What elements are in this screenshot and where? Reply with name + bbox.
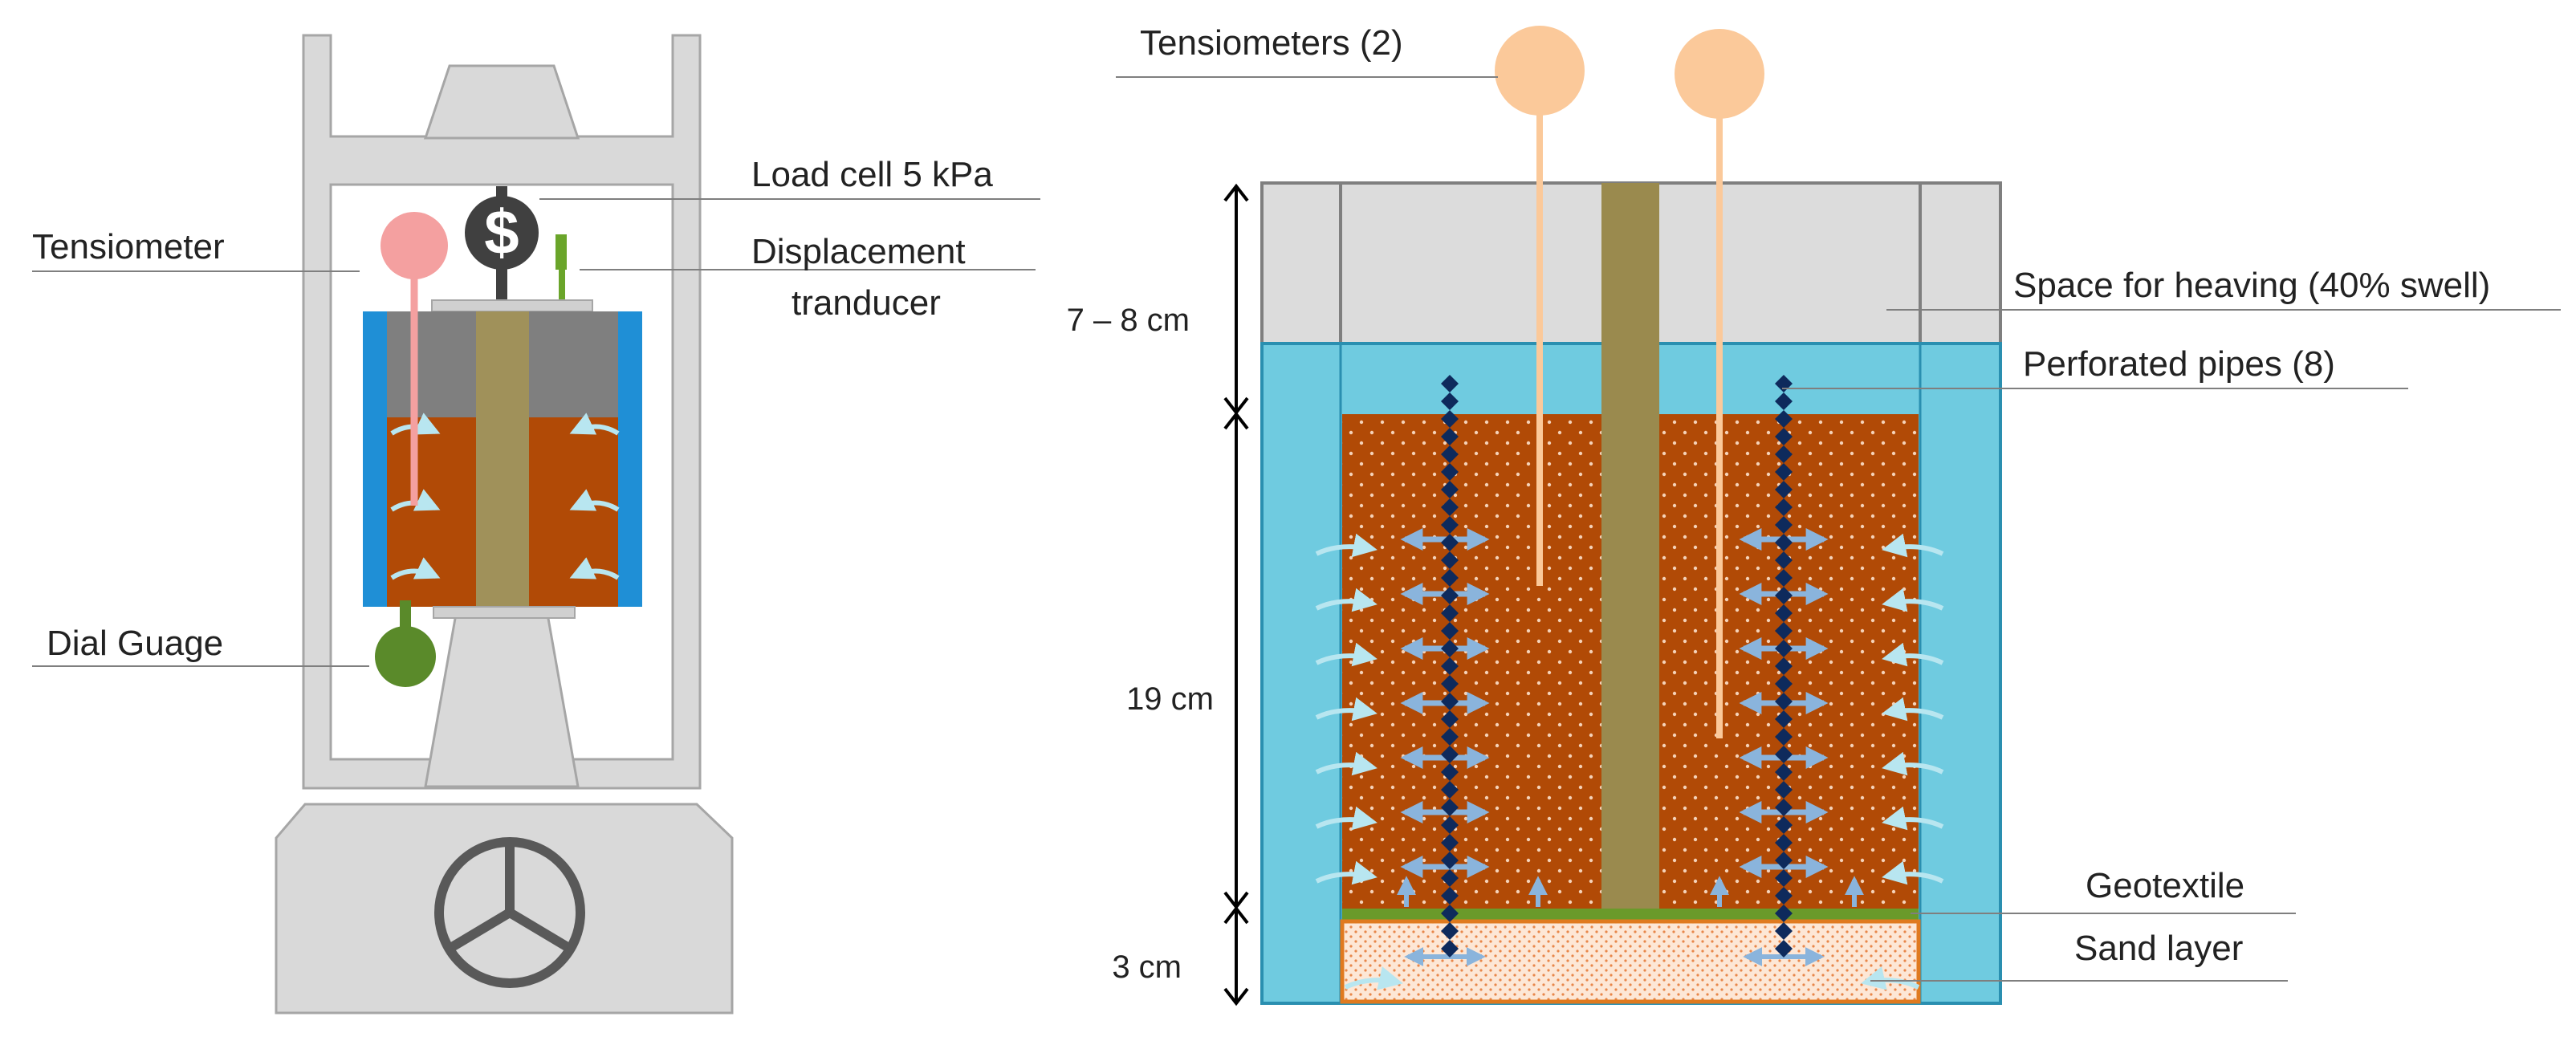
flow-arrow [569,413,620,436]
flow-arrow [1315,588,1378,612]
flow-arrow [1882,588,1944,612]
perforated-pipe [1775,375,1793,958]
tensiometer-right-a-icon [1495,26,1585,586]
flow-arrow [1882,806,1944,831]
loading-frame [275,34,734,1015]
load-cell-label: Load cell 5 kPa [751,155,993,194]
dimension-top-label: 7 – 8 cm [1067,303,1190,338]
svg-text:$: $ [484,197,519,267]
displacement-label-line2: tranducer [792,283,941,323]
flow-arrow [1315,642,1378,667]
flow-arrow [390,557,441,580]
flow-arrow [1315,697,1378,722]
flow-arrow [1882,642,1944,667]
oedometer-cell [363,311,642,619]
flow-arrow [1882,697,1944,722]
perforated-pipe [1441,375,1459,958]
dimension-markers [1223,183,1249,1006]
flow-arrow [1882,860,1944,885]
perforated-pipes [1441,375,1793,958]
flow-arrow [569,489,620,512]
flow-arrow [569,557,620,580]
flow-arrow [1315,860,1378,885]
right-leader-lines [1116,76,2561,982]
dial-gauge-label: Dial Guage [47,624,223,663]
tensiometer-left-icon [380,212,448,506]
dimension-bottom-label: 3 cm [1112,949,1182,985]
dial-gauge-icon [375,600,436,687]
tensiometers-label: Tensiometers (2) [1140,23,1403,63]
sand-layer-label: Sand layer [2074,929,2243,968]
tensiometer-label: Tensiometer [32,227,225,266]
flow-arrow [1344,966,1403,990]
flow-arrow [1882,751,1944,776]
central-column [1601,183,1659,909]
load-cell-icon: $ [465,186,539,303]
flow-arrow [1882,533,1944,558]
perforated-pipes-label: Perforated pipes (8) [2023,344,2335,384]
geotextile-label: Geotextile [2086,866,2244,905]
flow-arrow [1315,533,1378,558]
flow-arrow [1315,806,1378,831]
flow-arrow [1315,751,1378,776]
dimension-middle-label: 19 cm [1126,681,1214,717]
left-leader-lines [32,198,1040,667]
hand-wheel-icon [434,837,585,988]
space-heaving-label: Space for heaving (40% swell) [2013,266,2490,305]
displacement-label-line1: Displacement [751,232,966,271]
displacement-transducer-icon [555,234,567,302]
loading-platen [431,299,593,312]
tensiometer-right-b-icon [1675,29,1764,738]
